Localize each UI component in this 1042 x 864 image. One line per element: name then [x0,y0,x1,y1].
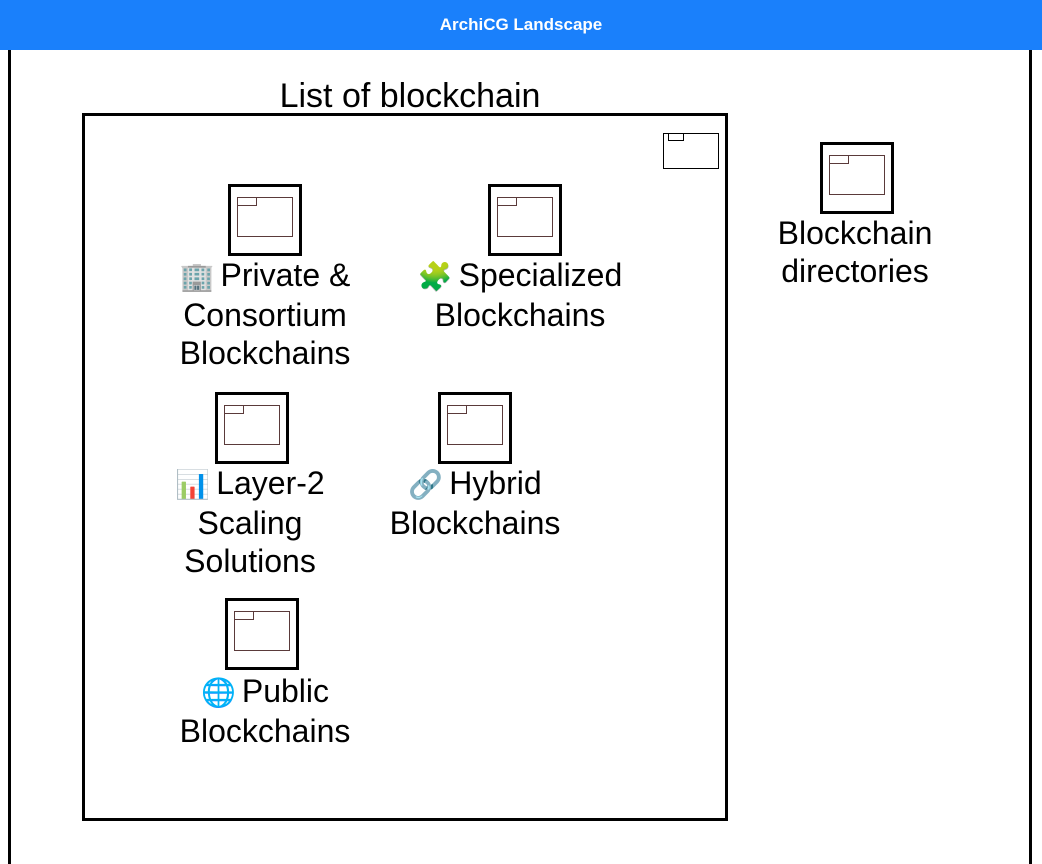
window-title-bar: ArchiCG Landscape [0,0,1042,50]
layer2-label: 📊Layer-2 Scaling Solutions [175,465,325,579]
folder-icon [829,155,885,195]
canvas-right-border [1029,50,1032,864]
folder-icon [234,611,290,651]
building-icon: 🏢 [179,260,215,293]
layer2-node-icon[interactable] [215,392,289,464]
public-label: 🌐Public Blockchains [179,673,351,749]
private-consortium-label: 🏢Private & Consortium Blockchains [179,257,351,371]
group-title: List of blockchain [279,77,541,115]
link-icon: 🔗 [408,468,444,501]
folder-icon [497,197,553,237]
blockchain-list-group[interactable] [82,113,728,821]
folder-icon [237,197,293,237]
folder-icon [663,133,719,169]
blockchain-directories-label: Blockchain directories [777,215,933,289]
folder-icon [224,405,280,445]
globe-icon: 🌐 [200,676,236,709]
specialized-label: 🧩Specialized Blockchains [417,257,623,333]
folder-icon [447,405,503,445]
puzzle-icon: 🧩 [417,260,453,293]
hybrid-label: 🔗Hybrid Blockchains [389,465,561,541]
canvas-left-border [8,50,11,864]
bar-chart-icon: 📊 [175,468,211,501]
blockchain-directories-node-icon[interactable] [820,142,894,214]
public-node-icon[interactable] [225,598,299,670]
window-title: ArchiCG Landscape [439,15,603,34]
private-consortium-node-icon[interactable] [228,184,302,256]
hybrid-node-icon[interactable] [438,392,512,464]
specialized-node-icon[interactable] [488,184,562,256]
